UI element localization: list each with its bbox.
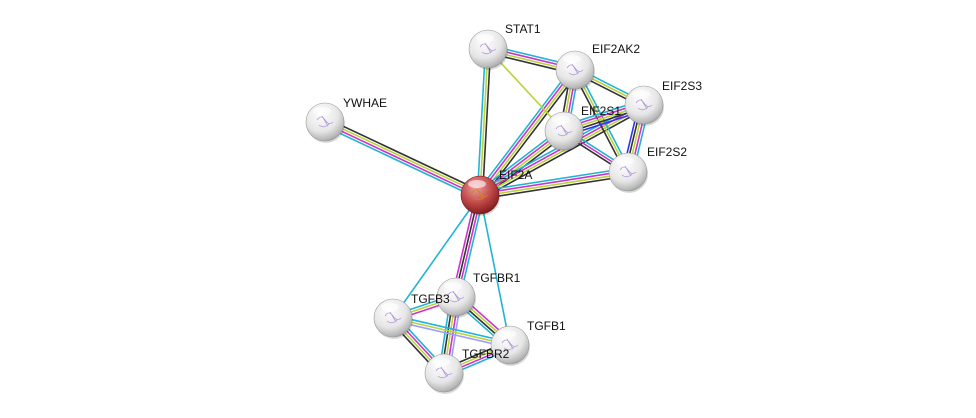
evidence-line-textmining	[480, 172, 629, 198]
evidence-line-experiments	[324, 122, 480, 197]
evidence-line-coexpression	[480, 175, 629, 200]
evidence-line-homology	[392, 319, 510, 349]
node-highlight	[444, 282, 462, 290]
evidence-line-textmining	[480, 105, 646, 197]
edge-eif2a-stat1[interactable]	[476, 48, 492, 196]
protein-structure-icon	[316, 115, 334, 128]
node-tgfbr1[interactable]: TGFBR1	[436, 271, 521, 318]
evidence-line-coexpression	[481, 49, 492, 196]
edge-eif2a-ywhae[interactable]	[322, 117, 483, 200]
node-highlight	[381, 303, 399, 311]
evidence-line-coexpression	[326, 117, 483, 193]
node-label: YWHAE	[343, 96, 387, 110]
node-label: TGFBR2	[462, 347, 510, 361]
evidence-line-database	[392, 194, 481, 319]
node-label: EIF2AK2	[592, 42, 640, 56]
evidence-line-database	[322, 124, 479, 200]
protein-structure-icon	[435, 366, 453, 379]
node-label: TGFBR1	[473, 271, 521, 285]
node-label: EIF2A	[499, 168, 532, 182]
node-label: EIF2S2	[647, 145, 687, 159]
node-highlight	[468, 180, 486, 188]
protein-structure-icon	[471, 188, 489, 201]
evidence-line-database	[476, 67, 573, 194]
node-label: TGFB1	[527, 319, 566, 333]
protein-structure-icon	[619, 165, 637, 178]
protein-structure-icon	[479, 42, 497, 55]
node-highlight	[432, 358, 450, 366]
evidence-line-database	[479, 194, 511, 346]
node-stat1[interactable]: STAT1	[468, 22, 541, 70]
evidence-line-textmining	[392, 317, 511, 346]
protein-structure-icon	[635, 98, 653, 111]
protein-structure-icon	[501, 338, 519, 351]
evidence-line-database	[476, 48, 487, 195]
node-label: EIF2S1	[581, 104, 621, 118]
evidence-line-database	[393, 314, 511, 344]
node-tgfbr2[interactable]: TGFBR2	[424, 347, 510, 394]
edge-eif2a-tgfb1[interactable]	[479, 194, 511, 346]
node-ywhae[interactable]: YWHAE	[305, 96, 387, 143]
evidence-line-coexpression	[481, 107, 647, 200]
protein-structure-icon	[447, 290, 465, 303]
node-highlight	[616, 157, 634, 165]
node-eif2s3[interactable]: EIF2S3	[624, 79, 702, 126]
evidence-line-database	[576, 68, 632, 172]
node-highlight	[552, 116, 570, 124]
evidence-line-textmining	[325, 120, 481, 195]
evidence-line-experiments	[478, 68, 575, 195]
node-label: EIF2S3	[662, 79, 702, 93]
evidence-line-textmining	[480, 70, 577, 197]
protein-structure-icon	[555, 124, 573, 137]
protein-structure-icon	[566, 63, 584, 76]
node-eif2ak2[interactable]: EIF2AK2	[555, 42, 640, 91]
node-eif2a[interactable]: EIF2A	[460, 168, 532, 216]
evidence-line-database	[479, 167, 628, 192]
edge-eif2a-eif2s2[interactable]	[479, 167, 629, 200]
edge-tgfb3-tgfb1[interactable]	[392, 314, 511, 349]
evidence-line-textmining	[479, 48, 489, 196]
edge-eif2a-tgfb3[interactable]	[392, 194, 481, 319]
node-highlight	[563, 55, 581, 63]
node-tgfb3[interactable]: TGFB3	[373, 292, 450, 339]
node-eif2s2[interactable]: EIF2S2	[608, 145, 687, 193]
node-highlight	[476, 34, 494, 42]
node-highlight	[498, 330, 516, 338]
evidence-line-experiments	[479, 169, 628, 195]
node-highlight	[313, 107, 331, 115]
node-label: STAT1	[505, 22, 541, 36]
node-eif2s1[interactable]: EIF2S1	[544, 104, 621, 152]
node-tgfb1[interactable]: TGFB1	[490, 319, 566, 366]
protein-structure-icon	[384, 311, 402, 324]
node-label: TGFB3	[411, 292, 450, 306]
node-highlight	[632, 90, 650, 98]
